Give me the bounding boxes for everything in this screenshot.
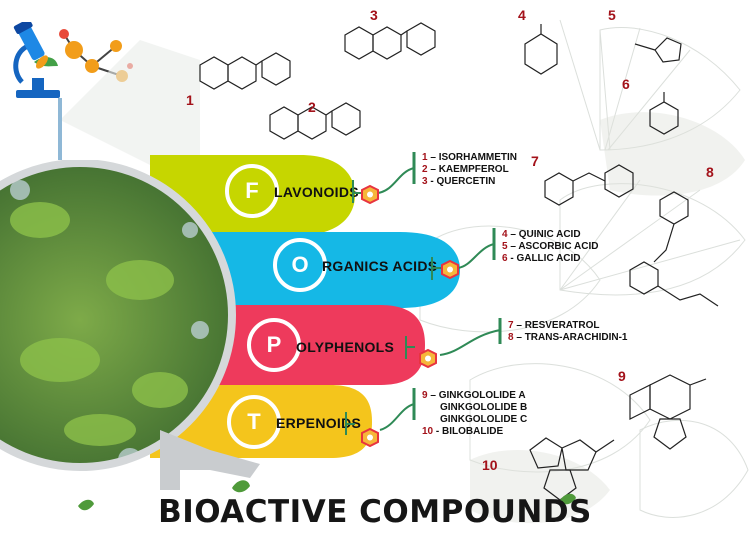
letter-p: P <box>266 332 282 357</box>
label-flavonoids: LAVONOIDS <box>274 184 359 200</box>
structure-9 <box>629 374 707 450</box>
list-polyphenols: 7 – RESVERATROL 8 – TRANS-ARACHIDIN-1 <box>508 320 627 344</box>
list-terpenoids: 9 – GINKGOLOLIDE A GINKGOLOLIDE B GINKGO… <box>422 390 527 438</box>
compound-entry: GINKGOLOLIDE C <box>440 414 528 425</box>
structure-number-8: 8 <box>706 164 714 180</box>
compound-entry: 2 – KAEMPFEROL <box>422 164 509 175</box>
structure-number-5: 5 <box>608 7 616 23</box>
compound-entry: 1 – ISORHAMMETIN <box>422 152 518 163</box>
compound-entry: 7 – RESVERATROL <box>508 320 600 331</box>
leaf-icon <box>232 480 250 493</box>
microscope-icon <box>13 22 60 98</box>
list-flavonoids: 1 – ISORHAMMETIN 2 – KAEMPFEROL 3 - QUER… <box>422 152 517 188</box>
ginkgo-leaf-icon <box>599 27 741 151</box>
structure-6 <box>649 92 679 135</box>
structure-number-9: 9 <box>618 368 626 384</box>
structure-2 <box>269 102 361 140</box>
structure-number-6: 6 <box>622 76 630 92</box>
connector-plug <box>160 430 260 490</box>
structure-8 <box>629 191 719 307</box>
compound-entry: 9 – GINKGOLOLIDE A <box>422 390 526 401</box>
compound-entry: 3 - QUERCETIN <box>422 176 496 187</box>
label-organic-acids: RGANICS ACIDS <box>322 258 438 274</box>
letter-f: F <box>245 178 259 203</box>
figure-title: BIOACTIVE COMPOUNDS <box>158 494 592 530</box>
structure-number-4: 4 <box>518 7 526 23</box>
structure-number-2: 2 <box>308 99 316 115</box>
structure-number-3: 3 <box>370 7 378 23</box>
structure-number-10: 10 <box>482 457 498 473</box>
compound-entry: 10 - BILOBALIDE <box>422 426 504 437</box>
compound-entry: 6 - GALLIC ACID <box>502 253 581 264</box>
structure-3 <box>344 22 436 60</box>
structure-4 <box>524 24 558 75</box>
label-terpenoids: ERPENOIDS <box>276 415 362 431</box>
label-polyphenols: OLYPHENOLS <box>296 339 395 355</box>
letter-o: O <box>291 252 309 277</box>
structure-number-7: 7 <box>531 153 539 169</box>
ginkgo-tree-photo <box>0 160 236 471</box>
compound-entry: 4 – QUINIC ACID <box>502 229 581 240</box>
list-organic-acids: 4 – QUINIC ACID 5 – ASCORBIC ACID 6 - GA… <box>502 229 599 265</box>
letter-t: T <box>247 409 261 434</box>
structure-7 <box>544 164 634 206</box>
structure-10 <box>529 437 615 501</box>
structure-number-1: 1 <box>186 92 194 108</box>
structure-5 <box>634 37 682 63</box>
compound-entry: 8 – TRANS-ARACHIDIN-1 <box>508 332 628 343</box>
structure-1 <box>199 52 291 90</box>
compound-entry: 5 – ASCORBIC ACID <box>502 241 599 252</box>
compound-entry: GINKGOLOLIDE B <box>440 402 528 413</box>
